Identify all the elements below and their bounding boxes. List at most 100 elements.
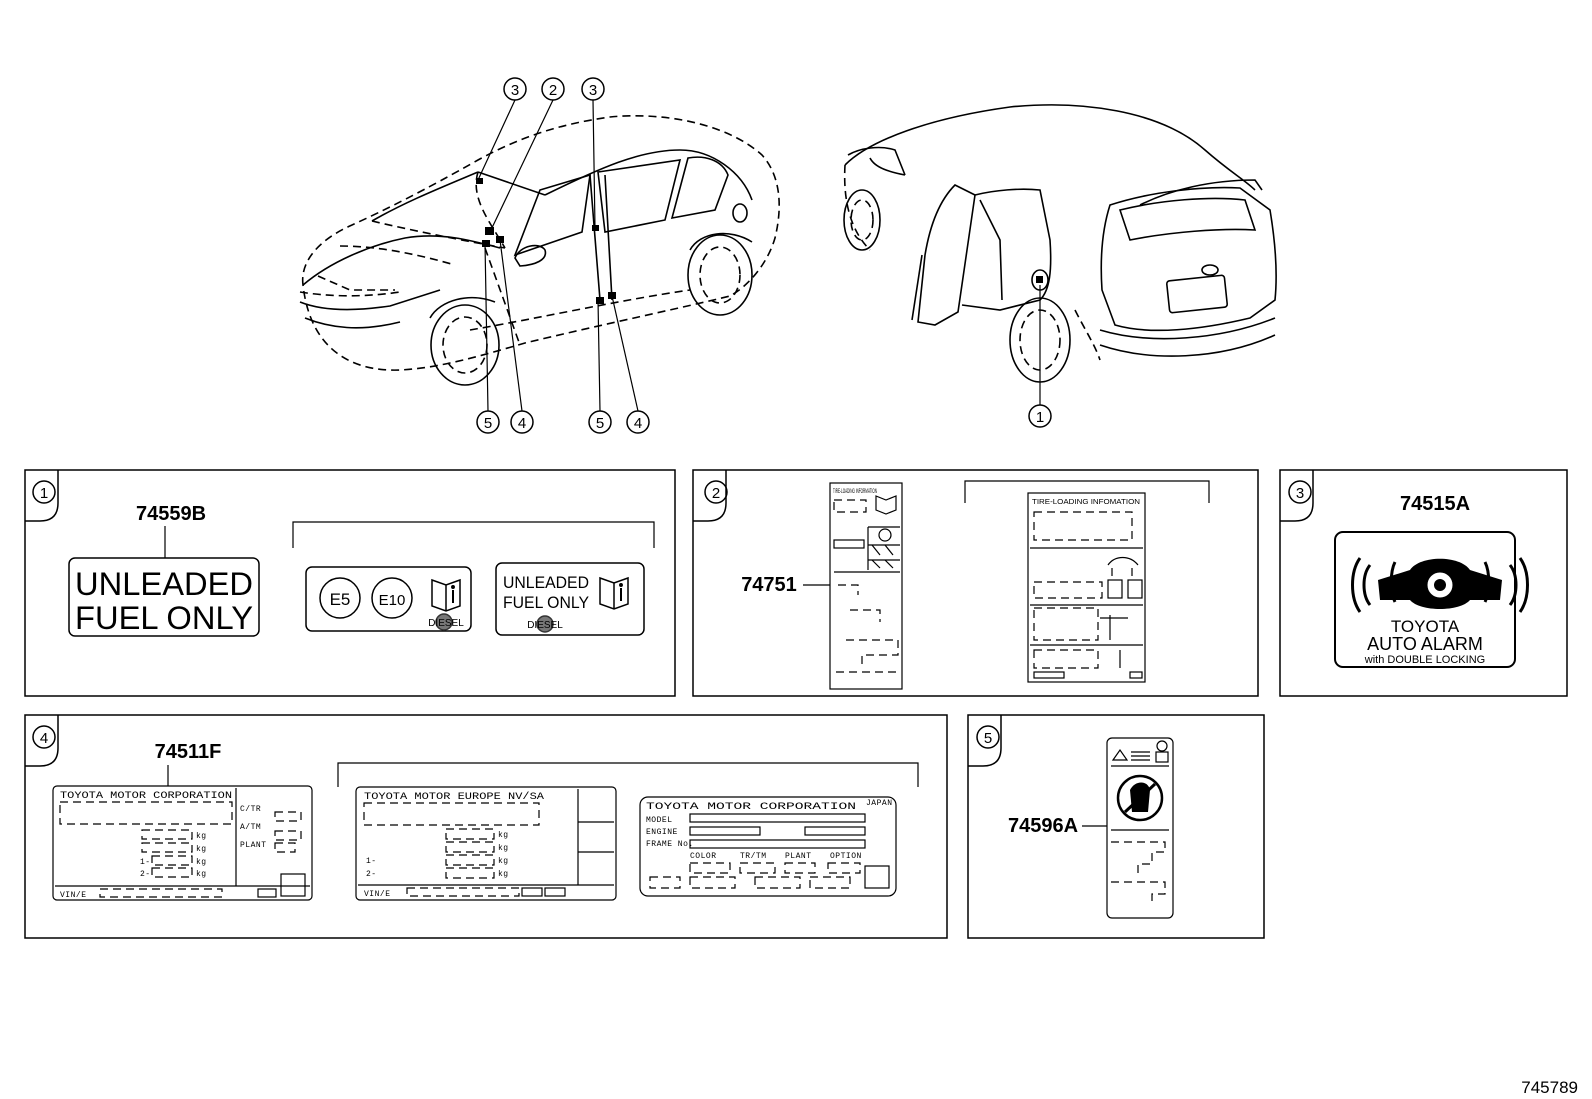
svg-text:kg: kg	[498, 870, 509, 879]
svg-text:4: 4	[634, 415, 642, 432]
alarm-label-line2: AUTO ALARM	[1367, 634, 1483, 654]
plate-b-header: TOYOTA MOTOR EUROPE NV/SA	[364, 791, 544, 803]
tire-label-b-header: TIRE-LOADING INFOMATION	[1032, 499, 1140, 506]
badge-e10-circle	[371, 577, 413, 619]
panel-4: 4 74511F TOYOTA MOTOR CORPORATION C/TR A…	[24, 714, 948, 939]
badge-e5: E5	[330, 590, 351, 609]
unleaded-fuel-label-line2: FUEL ONLY	[75, 600, 253, 636]
svg-text:5: 5	[484, 415, 492, 432]
callout-front-top-1: 3	[503, 77, 527, 101]
svg-text:FRAME No.: FRAME No.	[646, 840, 694, 849]
panel-4-number: 4	[40, 730, 48, 747]
auto-alarm-label	[1334, 531, 1516, 668]
panel-5-number: 5	[984, 730, 992, 747]
badge-e10: E10	[379, 592, 406, 609]
svg-text:5: 5	[596, 415, 604, 432]
panel-5-number-circle	[976, 725, 1000, 749]
svg-text:kg: kg	[196, 832, 207, 841]
svg-text:C/TR: C/TR	[240, 805, 261, 814]
tire-loading-label-a: TIRE-LOADING INFORMATION	[829, 482, 903, 690]
plate-c-header: TOYOTA MOTOR CORPORATION	[646, 802, 856, 813]
svg-text:3: 3	[511, 82, 519, 99]
svg-text:PLANT: PLANT	[240, 841, 267, 850]
svg-text:MODEL: MODEL	[646, 816, 673, 825]
alarm-label-line1: TOYOTA	[1391, 617, 1460, 636]
callout-front-bottom-2: 4	[510, 410, 534, 434]
unleaded-fuel-label-line1: UNLEADED	[75, 566, 253, 602]
vehicle-id-plate-b: TOYOTA MOTOR EUROPE NV/SA kg kg kg kg 1-…	[355, 786, 617, 901]
unleaded-small-line1: UNLEADED	[503, 573, 589, 592]
diesel-text-b: DIESEL	[527, 620, 563, 631]
panel-3-part-number: 74515A	[1400, 493, 1470, 515]
callout-front-bottom-1: 5	[476, 410, 500, 434]
panel-1-number: 1	[40, 485, 48, 502]
svg-text:TR/TM: TR/TM	[740, 852, 767, 861]
panel-3: 3 74515A TOYOTA AUTO ALARM with DOUBLE L…	[1279, 469, 1568, 697]
panel-2-number-circle	[704, 480, 728, 504]
svg-text:OPTION: OPTION	[830, 852, 862, 861]
svg-text:3: 3	[589, 82, 597, 99]
plate-b-footer: VIN/E	[364, 890, 391, 899]
svg-text:kg: kg	[196, 870, 207, 879]
vehicle-id-plate-a: TOYOTA MOTOR CORPORATION C/TR A/TM PLANT…	[52, 785, 313, 901]
plate-a-header: TOYOTA MOTOR CORPORATION	[60, 791, 232, 802]
svg-text:kg: kg	[498, 857, 509, 866]
diagram-reference-number: 745789	[1521, 1078, 1578, 1097]
tire-label-a-header: TIRE-LOADING INFORMATION	[833, 489, 877, 495]
manual-book-icon	[431, 578, 461, 612]
svg-text:2-: 2-	[366, 870, 377, 879]
panel-1: 1 74559B UNLEADED FUEL ONLY E5 E10 DIESE…	[24, 469, 676, 697]
diesel-text-a: DIESEL	[428, 618, 464, 629]
svg-text:kg: kg	[498, 831, 509, 840]
no-diesel-icon-b	[536, 615, 554, 633]
tire-loading-label-b: TIRE-LOADING INFOMATION	[1027, 492, 1146, 683]
svg-text:kg: kg	[498, 844, 509, 853]
panel-5: 5 74596A	[967, 714, 1265, 939]
alarm-label-line3: with DOUBLE LOCKING	[1364, 654, 1485, 666]
svg-text:1-: 1-	[366, 857, 377, 866]
svg-text:1: 1	[1036, 409, 1044, 426]
panel-4-part-number: 74511F	[155, 741, 222, 763]
panel-4-number-circle	[32, 725, 56, 749]
panel-2-part-number: 74751	[741, 574, 797, 596]
panel-5-part-number: 74596A	[1008, 815, 1078, 837]
svg-text:A/TM: A/TM	[240, 823, 261, 832]
panel-1-number-circle	[32, 480, 56, 504]
panel-2-number: 2	[712, 485, 720, 502]
no-diesel-icon	[435, 613, 453, 631]
svg-text:1-: 1-	[140, 858, 151, 867]
svg-text:2: 2	[549, 82, 557, 99]
manual-book-icon-b	[599, 576, 629, 610]
svg-text:4: 4	[518, 415, 526, 432]
callout-front-bottom-4: 4	[626, 410, 650, 434]
alarm-icon	[1351, 557, 1529, 613]
vehicle-id-plate-c: TOYOTA MOTOR CORPORATION JAPAN MODEL ENG…	[639, 796, 897, 897]
plate-a-footer: VIN/E	[60, 891, 87, 900]
callout-front-top-3: 3	[581, 77, 605, 101]
callout-front-top-2: 2	[541, 77, 565, 101]
panel-2: 2 74751 TIRE-LOADING INFORMATION TIRE-LO…	[692, 469, 1259, 697]
no-child-seat-icon	[1116, 774, 1164, 822]
svg-text:2-: 2-	[140, 870, 151, 879]
airbag-warning-label	[1106, 737, 1174, 919]
svg-text:JAPAN: JAPAN	[866, 799, 893, 808]
panel-1-part-number: 74559B	[136, 503, 206, 525]
front-car-illustration	[299, 99, 780, 412]
svg-text:COLOR: COLOR	[690, 852, 717, 861]
callout-front-bottom-3: 5	[588, 410, 612, 434]
panel-3-number: 3	[1296, 485, 1304, 502]
rear-car-illustration	[843, 104, 1277, 405]
svg-text:PLANT: PLANT	[785, 852, 812, 861]
front-car-callouts: 3 2 3 5 4 5 4	[476, 77, 650, 434]
fuel-badge-label-variant	[305, 566, 472, 632]
unleaded-fuel-label	[68, 557, 260, 637]
svg-text:kg: kg	[196, 858, 207, 867]
svg-text:ENGINE: ENGINE	[646, 828, 678, 837]
unleaded-fuel-small-label	[495, 562, 645, 636]
callout-rear-bottom: 1	[1028, 404, 1052, 428]
unleaded-small-line2: FUEL ONLY	[503, 593, 589, 612]
svg-text:kg: kg	[196, 845, 207, 854]
badge-e5-circle	[319, 577, 361, 619]
panel-3-number-circle	[1288, 480, 1312, 504]
